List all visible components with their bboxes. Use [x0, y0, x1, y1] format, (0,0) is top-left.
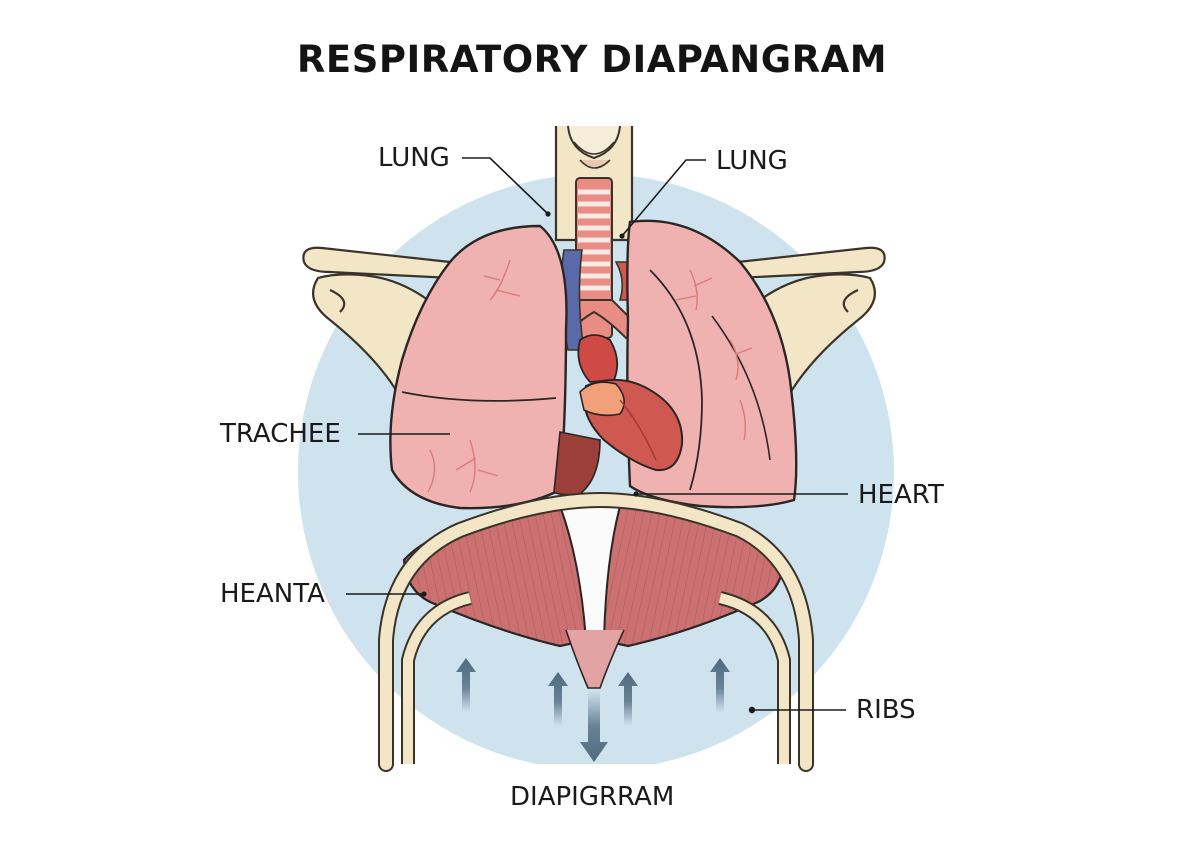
- leader-dot-lung-left: [545, 211, 551, 217]
- label-trachee: TRACHEE: [220, 419, 341, 449]
- label-ribs: RIBS: [856, 695, 916, 725]
- upward-arrows: [456, 658, 730, 726]
- leader-dot-heanta: [421, 591, 427, 597]
- label-heart: HEART: [858, 480, 944, 510]
- label-diapigrram: DIAPIGRRAM: [510, 782, 675, 812]
- left-lung: [389, 224, 568, 510]
- label-lung-right: LUNG: [716, 146, 788, 176]
- leader-dot-ribs: [748, 706, 756, 714]
- leader-dot-heart: [633, 491, 639, 497]
- leader-lung-right: [621, 159, 706, 237]
- leader-lung-left: [462, 157, 549, 215]
- downward-arrow: [580, 690, 608, 762]
- label-lung-left: LUNG: [378, 143, 450, 173]
- heart: [577, 334, 684, 472]
- ribs: [378, 491, 814, 772]
- leader-dot-lung-right: [619, 233, 625, 239]
- label-heanta: HEANTA: [220, 579, 325, 609]
- diagram-title: RESPIRATORY DIAPANGRAM: [296, 38, 888, 81]
